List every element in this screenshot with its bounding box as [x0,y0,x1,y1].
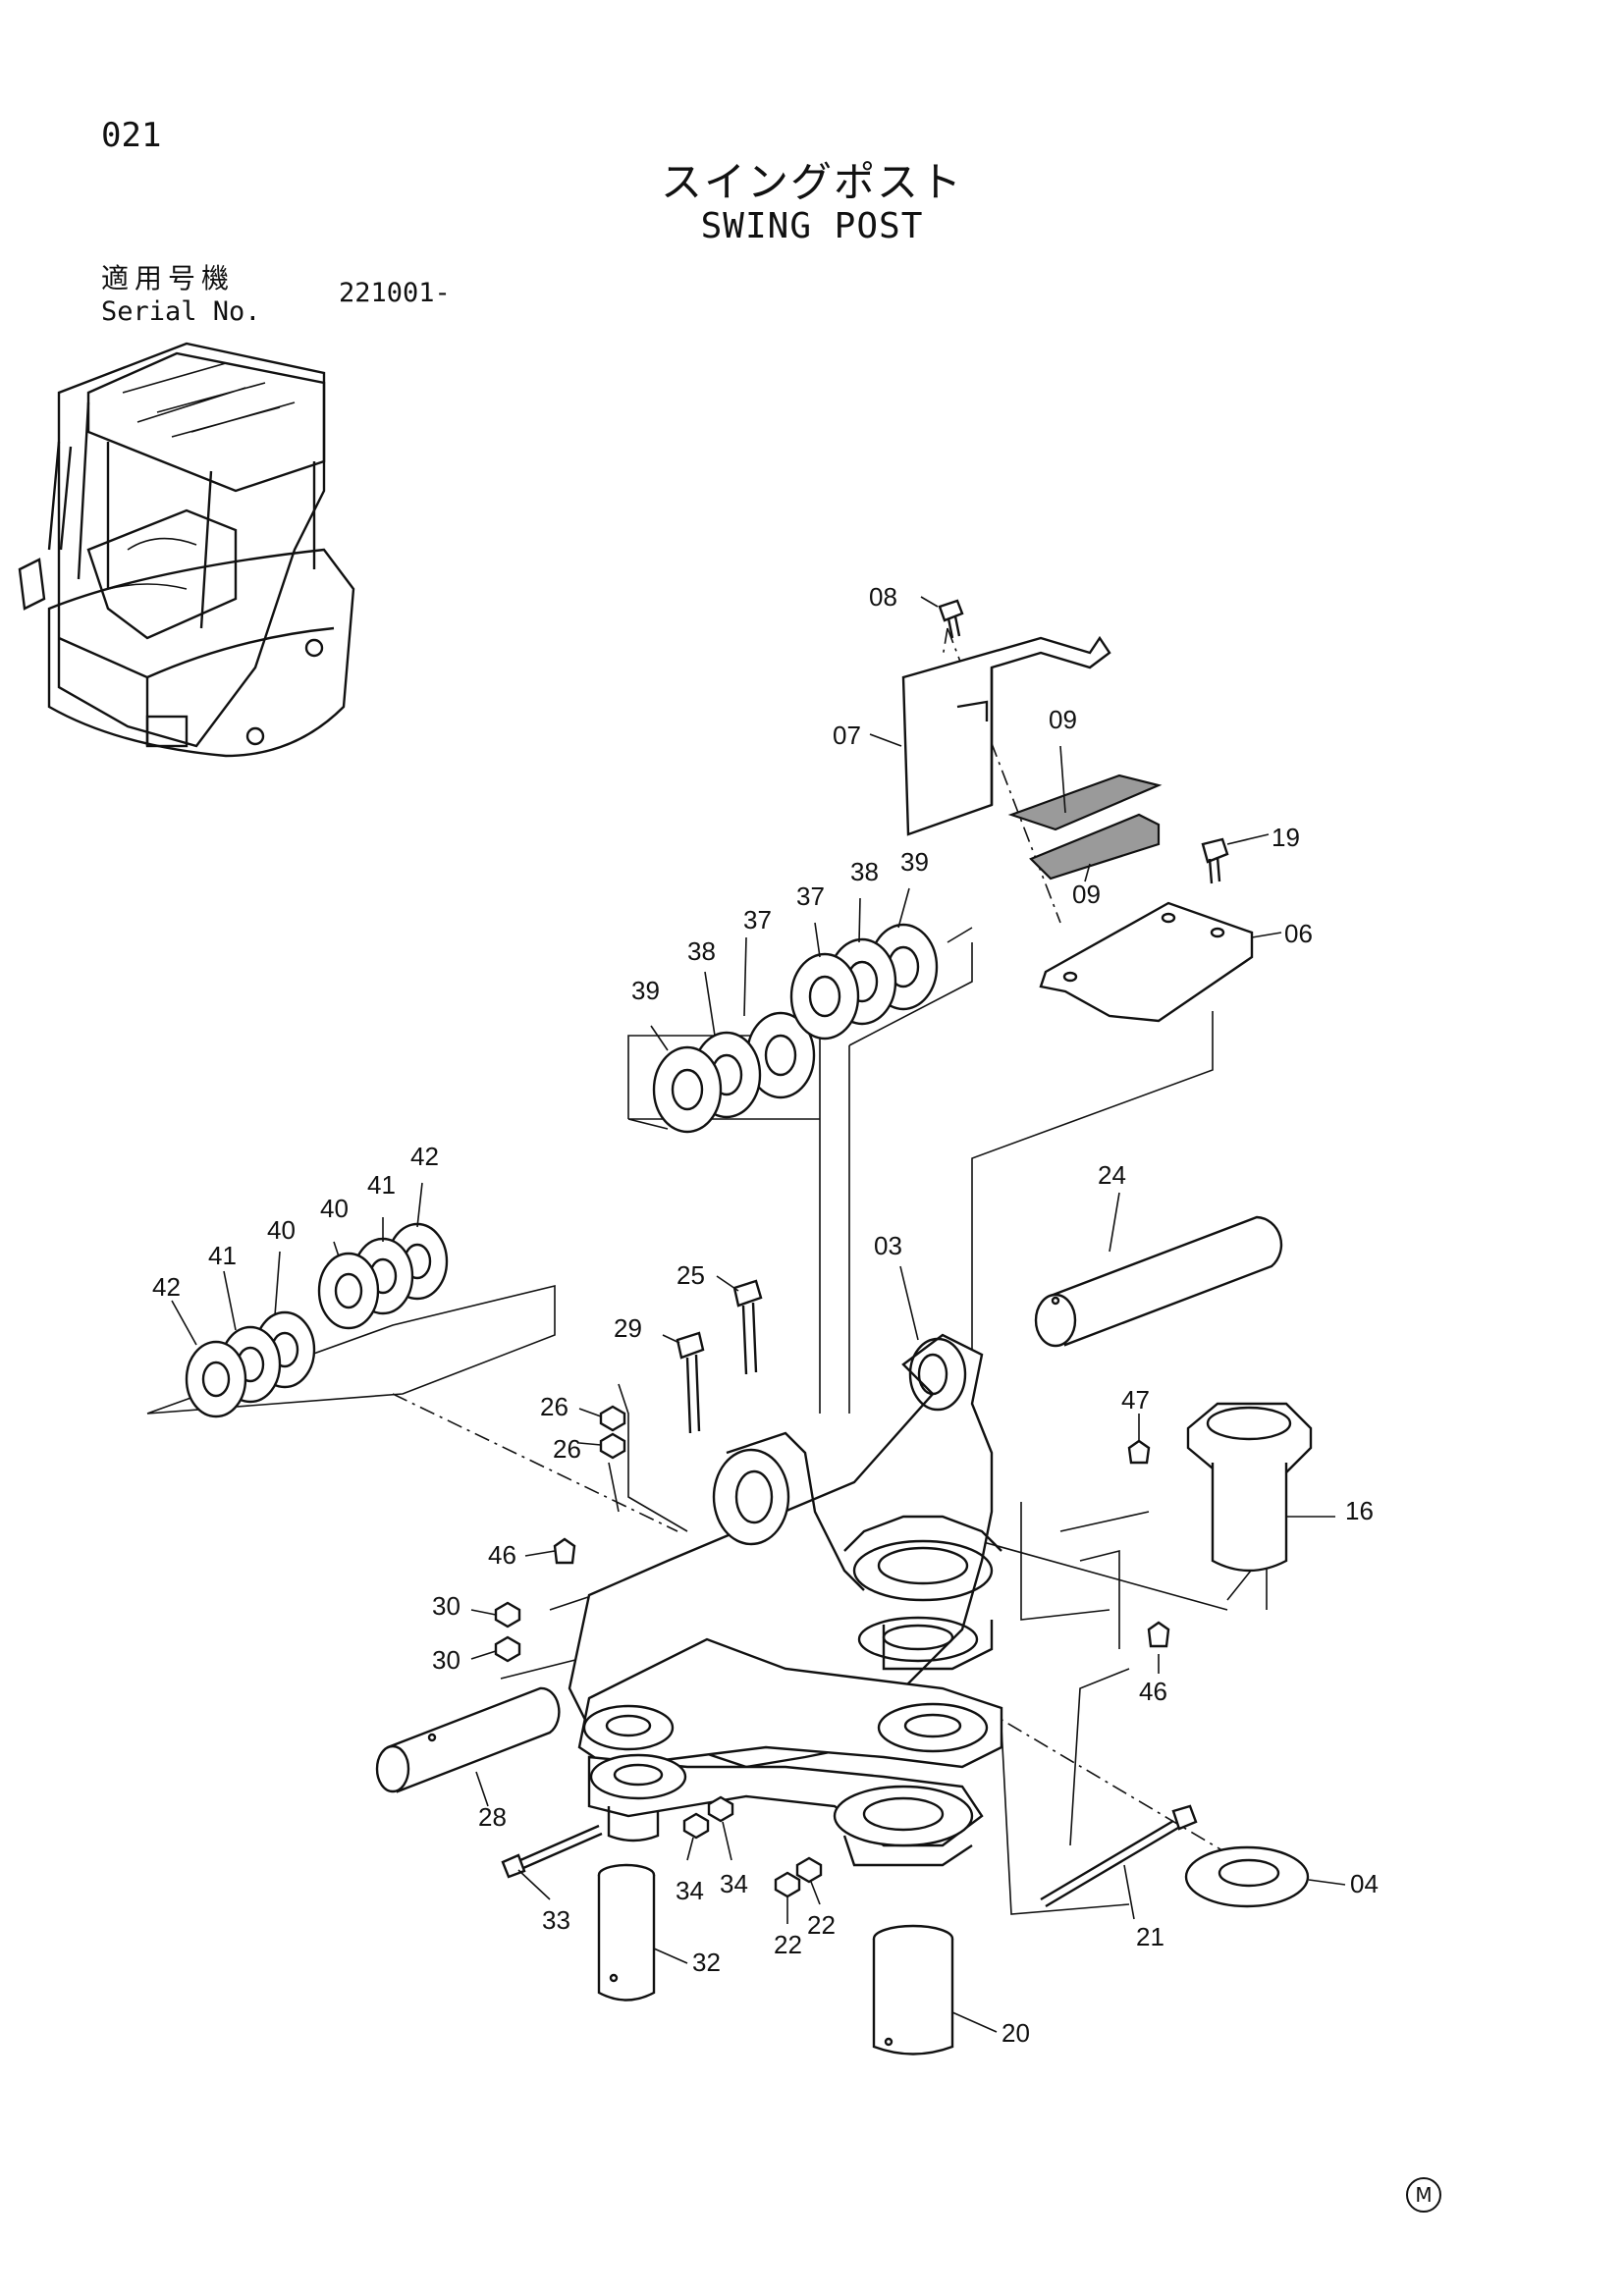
rubber-pad-09-upper [1007,774,1163,831]
page-title-english: SWING POST [700,206,924,246]
callout-25: 25 [677,1260,705,1290]
callout-09-upper: 09 [1049,705,1077,734]
nut-26-upper [599,1405,626,1432]
callout-40-right: 40 [320,1194,349,1223]
bolt-29 [676,1331,705,1434]
callout-32: 32 [692,1948,721,1977]
callout-39-right: 39 [900,847,929,877]
callout-04: 04 [1350,1869,1379,1898]
callout-26-upper: 26 [540,1392,568,1421]
callout-24: 24 [1098,1160,1126,1190]
bolt-33 [501,1824,603,1879]
callout-09-lower: 09 [1072,880,1101,909]
nut-30-lower [494,1635,521,1663]
pin-32 [597,1863,656,2002]
callout-20: 20 [1001,2018,1030,2048]
callout-47: 47 [1121,1385,1150,1415]
callout-41-left: 41 [208,1241,237,1270]
grease-fitting-46-right [1147,1621,1170,1648]
shim-group-left [652,1011,816,1134]
serial-number-value: 221001- [339,278,451,308]
callout-30-upper: 30 [432,1591,460,1621]
callout-40-left: 40 [267,1215,296,1245]
shim-group-lower-right [317,1222,449,1330]
excavator-thumbnail [18,342,355,758]
callout-46-right: 46 [1139,1677,1167,1706]
bolt-25 [732,1279,763,1375]
grease-fitting-46-left [553,1537,576,1565]
callout-41-right: 41 [367,1170,396,1200]
callout-16: 16 [1345,1496,1374,1525]
callout-07: 07 [833,721,861,750]
nut-30-upper [494,1601,521,1629]
nut-34-left [682,1812,710,1840]
callout-19: 19 [1272,823,1300,852]
callout-28: 28 [478,1802,507,1832]
plate-06 [1039,901,1254,1023]
callout-42-left: 42 [152,1272,181,1302]
callout-labels: 08 07 09 09 19 06 39 38 37 37 38 39 42 4… [152,582,1379,2048]
callout-46-left: 46 [488,1540,516,1570]
shim-group-right [789,923,939,1041]
callout-42-right: 42 [410,1142,439,1171]
bolt-19 [1201,837,1229,884]
thrust-washer-04 [1184,1845,1310,1908]
manufacturer-mark: M [1406,2177,1441,2213]
shim-group-lower-left [185,1310,316,1418]
serial-label-japanese: 適用号機 [101,262,236,294]
callout-39-left: 39 [631,976,660,1005]
callout-21: 21 [1136,1922,1164,1951]
rubber-pad-09-lower [1029,813,1161,881]
bushing-16 [1186,1402,1313,1573]
nut-34-right [707,1795,734,1823]
callout-34-right: 34 [720,1869,748,1898]
assembly-lines [146,627,1268,1915]
bolt-21 [1040,1804,1198,1908]
callout-37-right: 37 [796,881,825,911]
callout-26-lower: 26 [553,1434,581,1464]
nut-22-right [795,1856,823,1884]
callout-37-left: 37 [743,905,772,934]
callout-29: 29 [614,1313,642,1343]
callout-38-left: 38 [687,936,716,966]
grease-fitting-47 [1127,1439,1151,1465]
callout-30-lower: 30 [432,1645,460,1675]
callout-leaders [171,596,1346,2033]
callout-34-left: 34 [676,1876,704,1905]
callout-22-right: 22 [807,1910,836,1940]
callout-33: 33 [542,1905,570,1935]
bushing-20 [872,1924,954,2056]
swing-bracket-lower [577,1637,1003,1867]
pin-28 [375,1686,561,1793]
pin-24 [1034,1215,1283,1348]
callout-08: 08 [869,582,897,612]
page-number: 021 [101,116,162,155]
nut-26-lower [599,1432,626,1460]
callout-06: 06 [1284,919,1313,948]
nut-22-left [774,1871,801,1898]
callout-38-right: 38 [850,857,879,886]
bracket-07 [901,635,1111,836]
bolt-08 [938,599,964,639]
callout-22-left: 22 [774,1930,802,1959]
serial-label-english: Serial No. [101,296,261,327]
callout-03: 03 [874,1231,902,1260]
page-title-japanese: スイングポスト [660,158,963,206]
